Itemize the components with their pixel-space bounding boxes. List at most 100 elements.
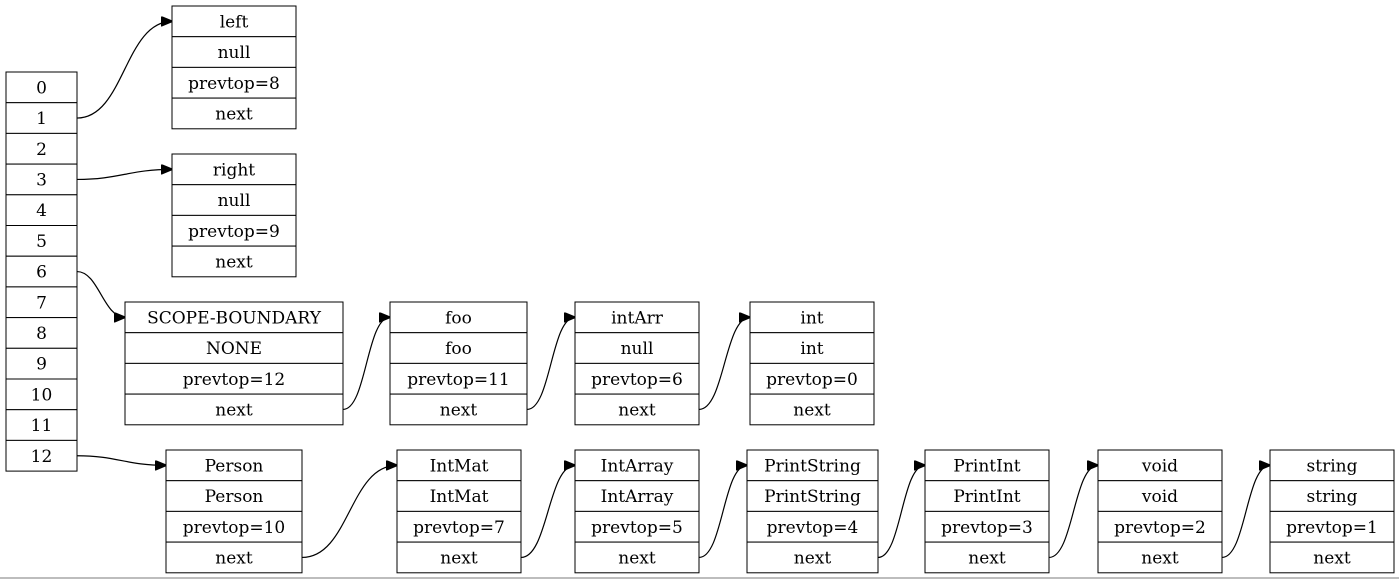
slot-label: 10 — [31, 385, 53, 405]
node-field-label: prevtop=1 — [1286, 518, 1378, 538]
node-field-label: prevtop=10 — [183, 518, 286, 538]
node-field-cell — [389, 393, 528, 426]
slot-cell — [5, 194, 78, 227]
node-field-cell — [746, 541, 879, 574]
edge-intarr-to-int — [698, 317, 750, 411]
node-field-label: string — [1307, 456, 1358, 476]
node-field-cell — [1269, 480, 1395, 512]
edge-slot-1-to-left — [76, 21, 172, 119]
node-field-label: next — [215, 400, 253, 420]
node-field-label: foo — [445, 308, 472, 328]
node-field-cell — [124, 301, 344, 334]
slot-label: 4 — [36, 201, 47, 221]
slot-label: 0 — [36, 78, 47, 98]
edge-printint-to-void — [1048, 465, 1098, 559]
node-field-cell — [749, 362, 875, 395]
node-field-label: SCOPE-BOUNDARY — [147, 308, 322, 328]
hash-slot-7: 7 — [5, 286, 78, 319]
node-field-label: int — [800, 308, 823, 328]
node-field-label: void — [1141, 487, 1178, 507]
hash-slot-9: 9 — [5, 347, 78, 380]
node-field-cell — [396, 480, 522, 512]
node-field-cell — [171, 214, 297, 247]
node-foo: foo foo prevtop=11 next — [389, 301, 528, 426]
node-field-label: prevtop=5 — [591, 518, 683, 538]
node-field-label: IntArray — [601, 487, 674, 507]
node-field-label: Person — [205, 456, 264, 476]
node-field-label: next — [1141, 548, 1179, 568]
node-field-label: next — [440, 548, 478, 568]
node-field-cell — [171, 5, 297, 38]
hash-slot-2: 2 — [5, 132, 78, 165]
node-field-cell — [1269, 541, 1395, 574]
node-field-label: prevtop=6 — [591, 370, 683, 390]
node-field-cell — [171, 184, 297, 216]
hash-slot-8: 8 — [5, 317, 78, 349]
slot-cell — [5, 132, 78, 165]
node-field-cell — [124, 393, 344, 426]
node-field-label: prevtop=2 — [1114, 518, 1206, 538]
hash-slot-5: 5 — [5, 225, 78, 257]
node-field-label: prevtop=11 — [407, 370, 510, 390]
node-field-label: string — [1307, 487, 1358, 507]
node-field-label: prevtop=9 — [188, 222, 280, 242]
node-field-label: Person — [205, 487, 264, 507]
node-field-label: prevtop=3 — [941, 518, 1033, 538]
node-field-cell — [746, 510, 879, 543]
node-field-label: foo — [445, 339, 472, 359]
slot-label: 2 — [36, 140, 47, 160]
slot-cell — [5, 255, 78, 288]
edge-slot-3-to-right — [76, 169, 172, 181]
slot-cell — [5, 439, 78, 472]
node-field-label: NONE — [206, 339, 262, 359]
node-field-label: null — [218, 191, 251, 211]
node-field-label: IntArray — [601, 456, 674, 476]
node-field-cell — [749, 393, 875, 426]
slot-label: 7 — [36, 293, 47, 313]
node-field-cell — [1097, 449, 1223, 482]
node-field-cell — [124, 332, 344, 364]
edge-person-to-intmat — [301, 465, 397, 559]
node-field-cell — [165, 510, 303, 543]
slot-label: 11 — [31, 416, 53, 436]
node-field-label: next — [968, 548, 1006, 568]
node-field-cell — [171, 153, 297, 186]
node-field-label: left — [220, 12, 249, 32]
node-field-label: prevtop=0 — [766, 370, 858, 390]
node-field-label: prevtop=7 — [413, 518, 505, 538]
slot-cell — [5, 378, 78, 411]
slot-cell — [5, 71, 78, 104]
node-field-label: PrintString — [764, 456, 861, 476]
node-field-label: next — [618, 400, 656, 420]
node-field-label: right — [213, 160, 255, 180]
slot-label: 8 — [36, 324, 47, 344]
edge-printstring-to-printint — [877, 465, 925, 559]
node-field-cell — [396, 541, 522, 574]
slot-cell — [5, 286, 78, 319]
node-field-cell — [165, 480, 303, 512]
node-field-label: null — [621, 339, 654, 359]
edge-scope-to-foo — [342, 317, 390, 411]
node-field-cell — [574, 541, 700, 574]
window-bottom-border — [0, 577, 1399, 579]
node-field-label: next — [440, 400, 478, 420]
node-field-label: intArr — [611, 308, 664, 328]
node-field-cell — [171, 97, 297, 130]
node-field-cell — [574, 480, 700, 512]
node-field-label: IntMat — [430, 487, 489, 507]
hash-slot-0: 0 — [5, 71, 78, 104]
node-field-label: IntMat — [430, 456, 489, 476]
node-field-cell — [924, 541, 1050, 574]
edge-foo-to-intarr — [526, 317, 575, 411]
hash-slot-1: 1 — [5, 102, 78, 134]
node-field-label: PrintString — [764, 487, 861, 507]
node-field-cell — [389, 362, 528, 395]
